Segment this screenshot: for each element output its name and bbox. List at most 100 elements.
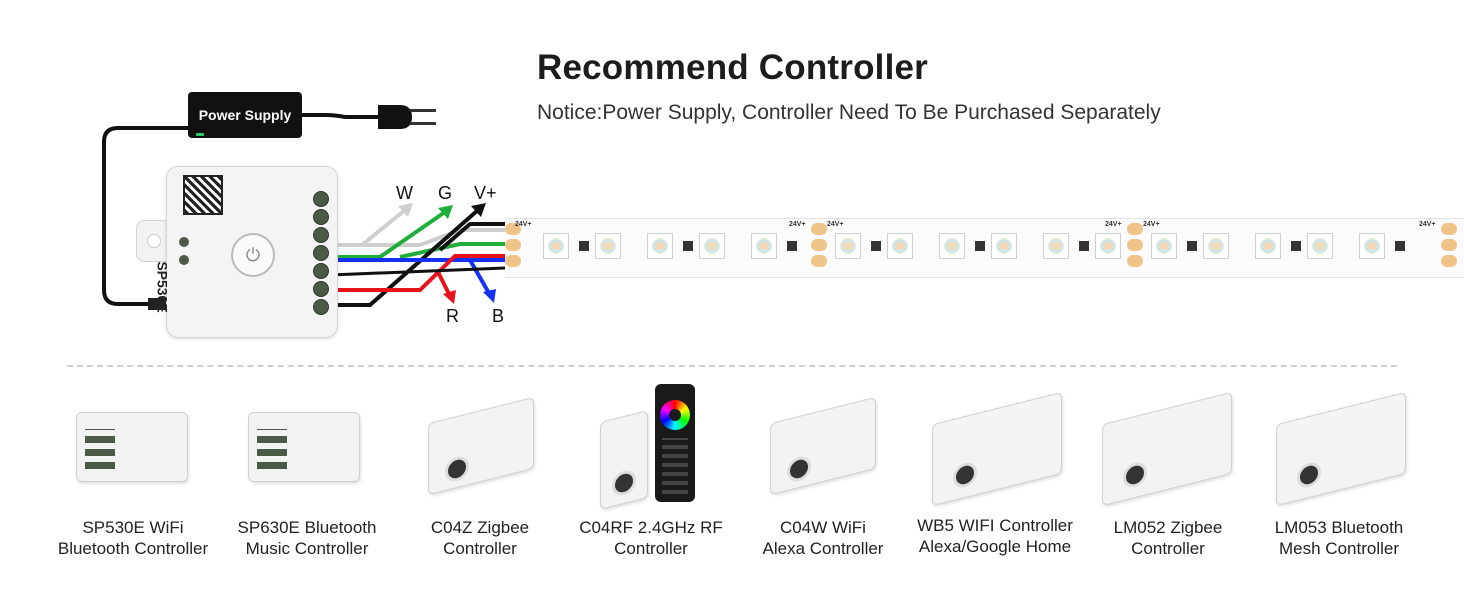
ac-cable	[302, 113, 378, 119]
dc-jack-icon	[1297, 459, 1321, 490]
power-supply: Power Supply	[188, 92, 302, 138]
red-wire-arrow	[436, 271, 452, 297]
solder-pad	[811, 255, 827, 267]
product-label: C04Z Zigbee Controller	[385, 517, 575, 559]
power-led-icon	[196, 133, 204, 136]
product-name: LM052 Zigbee	[1113, 518, 1223, 537]
product-desc: Alexa/Google Home	[918, 537, 1072, 556]
voltage-label: 24V+	[1419, 221, 1436, 228]
product-label: C04W WiFi Alexa Controller	[728, 517, 918, 559]
product-name: SP530E WiFi	[82, 518, 184, 537]
sp630e-product-image	[248, 412, 360, 482]
product-name: SP630E Bluetooth	[237, 518, 377, 537]
white-wire	[330, 228, 505, 247]
wire-label-b: B	[492, 306, 505, 326]
product-desc: Controller	[1131, 539, 1205, 558]
terminal	[313, 227, 329, 243]
terminal	[313, 191, 329, 207]
dc-cable	[102, 126, 190, 306]
dc-plug	[148, 298, 168, 310]
power-supply-label: Power Supply	[198, 107, 292, 123]
plug-prong-top	[410, 109, 436, 112]
product-name: C04Z Zigbee	[430, 518, 530, 537]
blue-arrowhead	[483, 289, 496, 303]
resistor	[1395, 241, 1405, 251]
black-arrowhead	[471, 203, 486, 217]
terminal	[313, 209, 329, 225]
terminal	[313, 281, 329, 297]
product-desc: Mesh Controller	[1279, 539, 1399, 558]
terminal-block	[257, 429, 287, 469]
product-desc: Controller	[443, 539, 517, 558]
solder-pad	[505, 239, 521, 251]
wire-label-g: G	[438, 183, 453, 203]
black-wire-arrow	[330, 208, 480, 307]
led-chip	[1095, 233, 1121, 259]
resistor	[1291, 241, 1301, 251]
led-chip	[699, 233, 725, 259]
wire-label-vplus: V+	[474, 183, 497, 203]
solder-pad	[505, 223, 521, 235]
product-label: LM052 Zigbee Controller	[1073, 517, 1263, 559]
led-chip	[595, 233, 621, 259]
led-chip	[1203, 233, 1229, 259]
dc-jack-icon	[612, 468, 636, 498]
terminal	[313, 299, 329, 315]
wire-label-w: W	[396, 183, 413, 203]
led-chip	[887, 233, 913, 259]
voltage-label: 24V+	[1143, 221, 1160, 228]
green-arrowhead	[438, 205, 453, 219]
resistor	[1187, 241, 1197, 251]
product-desc: Controller	[614, 539, 688, 558]
product-desc: Music Controller	[245, 539, 369, 558]
led-chip	[1255, 233, 1281, 259]
led-chip	[991, 233, 1017, 259]
solder-pad	[811, 239, 827, 251]
voltage-label: 24V+	[789, 221, 806, 228]
resistor	[683, 241, 693, 251]
dc-jack-icon	[787, 453, 811, 484]
product-label: WB5 WIFI Controller Alexa/Google Home	[900, 515, 1090, 557]
rf-remote-image	[655, 384, 695, 502]
product-name: C04RF 2.4GHz RF	[579, 518, 723, 537]
notice-text: Notice:Power Supply, Controller Need To …	[537, 101, 1161, 124]
solder-pad	[1441, 223, 1457, 235]
sp530e-controller: SP530E ⏻	[155, 166, 338, 338]
green-wire	[399, 242, 505, 259]
resistor	[787, 241, 797, 251]
side-terminal	[179, 255, 189, 265]
qr-code-icon	[183, 175, 223, 215]
sp530e-product-image	[76, 412, 188, 482]
product-name: LM053 Bluetooth	[1274, 518, 1404, 537]
dc-jack-icon	[953, 459, 977, 490]
voltage-label: 24V+	[515, 221, 532, 228]
white-arrowhead	[398, 203, 413, 217]
terminal	[313, 263, 329, 279]
product-desc: Alexa Controller	[762, 539, 884, 558]
terminal	[313, 245, 329, 261]
green-wire-arrow	[330, 210, 447, 259]
led-chip	[835, 233, 861, 259]
led-chip	[647, 233, 673, 259]
black-wire	[438, 222, 505, 252]
dc-jack-icon	[445, 453, 469, 484]
led-chip	[939, 233, 965, 259]
led-chip	[1359, 233, 1385, 259]
ac-plug	[378, 105, 412, 129]
product-label: C04RF 2.4GHz RF Controller	[556, 517, 746, 559]
c04rf-product-image	[600, 410, 648, 510]
product-name: C04W WiFi	[780, 518, 866, 537]
led-chip	[751, 233, 777, 259]
black-wire-strip	[329, 266, 506, 277]
voltage-label: 24V+	[827, 221, 844, 228]
product-label: SP530E WiFi Bluetooth Controller	[38, 517, 228, 559]
solder-pad	[1127, 223, 1143, 235]
blue-wire-arrow	[468, 259, 492, 296]
wire-label-r: R	[446, 306, 459, 326]
solder-pad	[1441, 255, 1457, 267]
product-label: SP630E Bluetooth Music Controller	[212, 517, 402, 559]
controller-mount-ear	[136, 220, 170, 262]
plug-prong-bottom	[410, 122, 436, 125]
power-button-icon: ⏻	[231, 233, 275, 277]
